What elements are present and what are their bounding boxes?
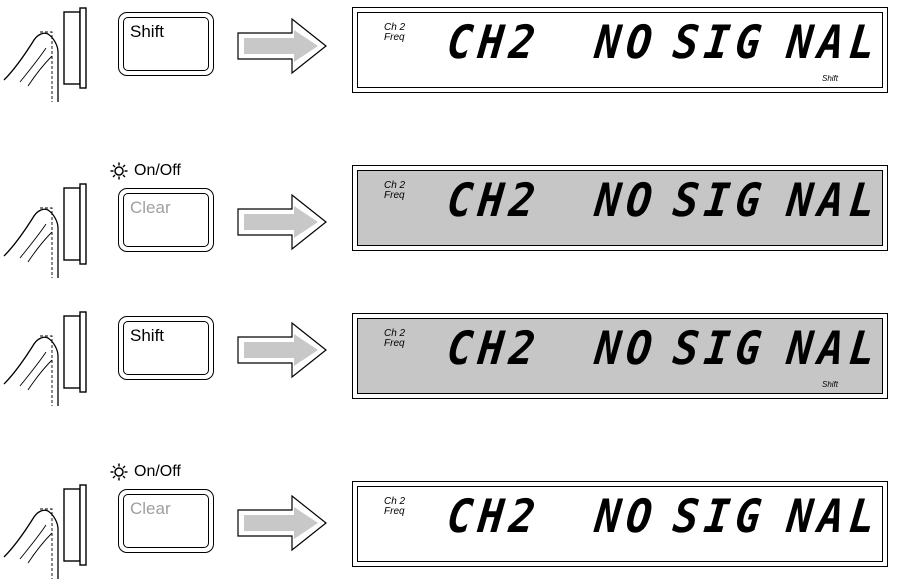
segment-text: CH2 xyxy=(444,489,544,543)
shift-key[interactable]: Shift xyxy=(118,316,214,380)
segment-text: SIG xyxy=(670,489,770,543)
sun-icon xyxy=(110,162,128,180)
finger-press-icon xyxy=(3,311,87,406)
key-face: Clear xyxy=(123,494,209,548)
arrow-right-icon xyxy=(237,494,327,552)
arrow-right-icon xyxy=(237,193,327,251)
segment-text: NAL xyxy=(784,321,884,375)
segment-text: SIG xyxy=(670,15,770,69)
segment-text: SIG xyxy=(670,173,770,227)
segment-text: NAL xyxy=(784,173,884,227)
key-face: Clear xyxy=(123,193,209,247)
freq-annotation: Freq xyxy=(384,32,405,43)
key-label: Clear xyxy=(130,499,171,518)
on-off-label: On/Off xyxy=(134,463,181,480)
segment-text: NO xyxy=(592,489,661,543)
key-label: Clear xyxy=(130,198,171,217)
segment-text: CH2 xyxy=(444,321,544,375)
shift-key[interactable]: Shift xyxy=(118,12,214,76)
arrow-right-icon xyxy=(237,321,327,379)
segment-text: NO xyxy=(592,15,661,69)
finger-press-icon xyxy=(3,484,87,579)
segment-text: NO xyxy=(592,321,661,375)
channel-annotation: Ch 2 xyxy=(384,22,406,33)
shift-indicator: Shift xyxy=(821,380,838,389)
channel-annotation: Ch 2 xyxy=(384,180,406,191)
segment-text: NO xyxy=(592,173,661,227)
channel-annotation: Ch 2 xyxy=(384,496,406,507)
on-off-indicator: On/Off xyxy=(110,160,181,182)
segment-text: SIG xyxy=(670,321,770,375)
segment-text: NAL xyxy=(784,489,884,543)
key-face: Shift xyxy=(123,17,209,71)
sun-icon xyxy=(110,463,128,481)
channel-annotation: Ch 2 xyxy=(384,328,406,339)
arrow-right-icon xyxy=(237,17,327,75)
key-label: Shift xyxy=(130,22,165,41)
on-off-indicator: On/Off xyxy=(110,461,181,483)
key-label: Shift xyxy=(130,326,165,345)
key-face: Shift xyxy=(123,321,209,375)
segment-text: CH2 xyxy=(444,15,544,69)
segment-text: NAL xyxy=(784,15,884,69)
freq-annotation: Freq xyxy=(384,506,405,517)
freq-annotation: Freq xyxy=(384,190,405,201)
clear-key[interactable]: Clear xyxy=(118,188,214,252)
finger-press-icon xyxy=(3,7,87,102)
segment-text: CH2 xyxy=(444,173,544,227)
shift-indicator: Shift xyxy=(821,74,838,83)
on-off-label: On/Off xyxy=(134,162,181,179)
finger-press-icon xyxy=(3,183,87,278)
freq-annotation: Freq xyxy=(384,338,405,349)
clear-key[interactable]: Clear xyxy=(118,489,214,553)
